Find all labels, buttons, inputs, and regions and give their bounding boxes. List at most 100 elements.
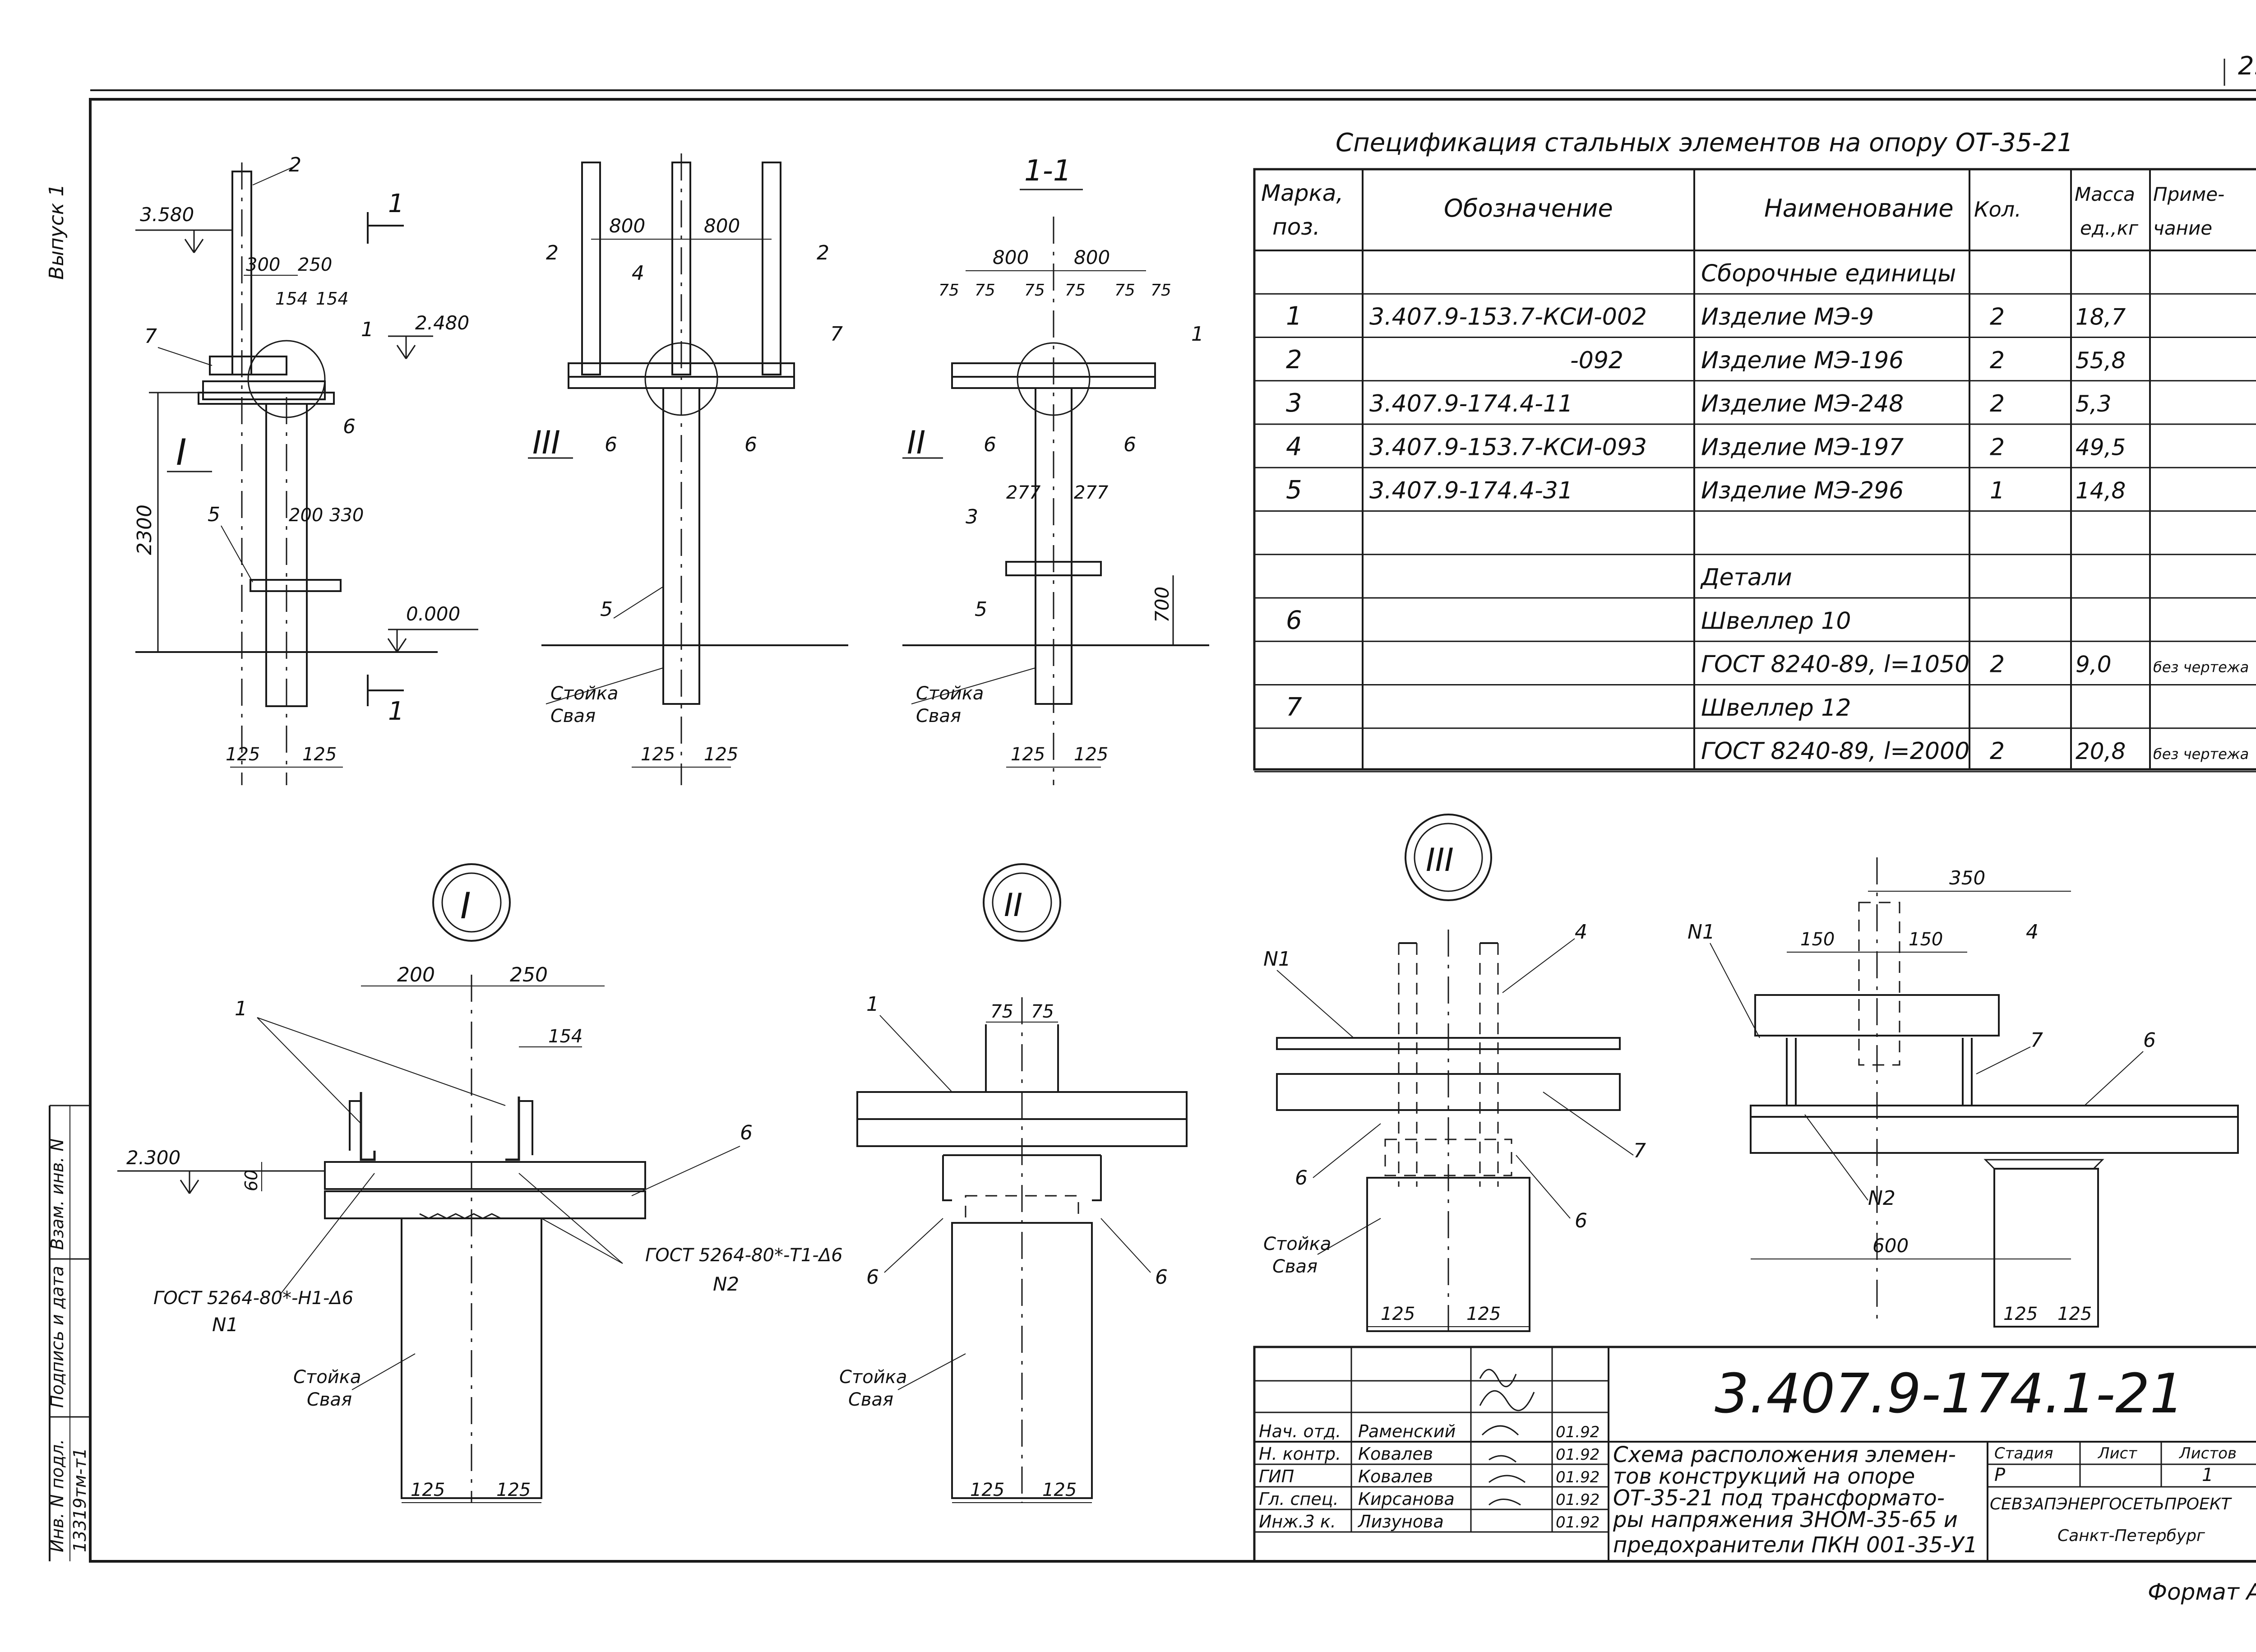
spec-cell: 1 bbox=[1990, 477, 2005, 504]
spec-cell: 2 bbox=[1990, 651, 2005, 678]
detail-II-title: II bbox=[1004, 887, 1022, 924]
format-label: Формат А3 bbox=[2148, 1579, 2256, 1605]
spec-cell: 9,0 bbox=[2076, 652, 2112, 678]
spec-cell: Изделие МЭ-9 bbox=[1701, 304, 1874, 331]
stamp-title-line-2: тов конструкций на опоре bbox=[1613, 1464, 1915, 1489]
dim-125-i: 125 bbox=[970, 1480, 1004, 1500]
dim-800-a: 800 bbox=[609, 215, 645, 237]
org-name: СЕВЗАПЭНЕРГОСЕТЬПРОЕКТ bbox=[1990, 1495, 2232, 1513]
dim-150-a: 150 bbox=[1800, 929, 1835, 950]
vzam-label: Взам. инв. N bbox=[47, 1138, 67, 1250]
dim-125-d: 125 bbox=[704, 744, 738, 765]
spec-cell: Швеллер 10 bbox=[1701, 607, 1851, 634]
stamp-title-line-1: Схема расположения элемен- bbox=[1613, 1442, 1956, 1467]
dim-200-d1: 200 bbox=[397, 963, 435, 986]
dim-350: 350 bbox=[1949, 867, 1985, 889]
pos-7-d4: 7 bbox=[2030, 1029, 2043, 1052]
stamp-role: Гл. спец. bbox=[1259, 1489, 1339, 1509]
dim-75-f: 75 bbox=[1151, 281, 1171, 300]
view-side-elevation: 2300 3.580 2.480 0.000 1 1 300 250 154 1… bbox=[133, 153, 478, 785]
page-number: 29 bbox=[2238, 51, 2256, 81]
pos-2-v2-a: 2 bbox=[546, 241, 559, 264]
pos-7-v1: 7 bbox=[144, 325, 157, 348]
spec-cell: без чертежа bbox=[2153, 659, 2249, 676]
sheets-label: Листов bbox=[2178, 1444, 2237, 1462]
gost-t1: ГОСТ 5264-80*-Т1-Δ6 bbox=[645, 1245, 843, 1266]
stamp-role: Н. контр. bbox=[1259, 1444, 1341, 1464]
dim-75-b: 75 bbox=[975, 281, 995, 300]
doc-number: 3.407.9-174.1-21 bbox=[1715, 1363, 2184, 1425]
spec-header-designation: Обозначение bbox=[1444, 194, 1613, 222]
inv-podl-label: Инв. N подл. bbox=[47, 1439, 67, 1552]
dim-2300: 2300 bbox=[133, 504, 156, 555]
spec-cell: 4 bbox=[1286, 432, 1302, 461]
dim-75-g: 75 bbox=[990, 1001, 1013, 1022]
dim-75-d: 75 bbox=[1065, 281, 1086, 300]
detail-mark-II-v3: II bbox=[907, 424, 925, 461]
section-1-1-label: 1-1 bbox=[1024, 154, 1072, 188]
dim-300: 300 bbox=[246, 255, 280, 275]
spec-cell: 18,7 bbox=[2076, 304, 2126, 330]
spec-cell: 3.407.9-174.4-11 bbox=[1369, 390, 1573, 417]
podpis-label: Подпись и дата bbox=[47, 1266, 67, 1408]
spec-cell: 14,8 bbox=[2076, 478, 2126, 504]
gost-h1: ГОСТ 5264-80*-Н1-Δ6 bbox=[153, 1288, 353, 1309]
pos-6-v1: 6 bbox=[343, 415, 356, 438]
dim-700: 700 bbox=[1151, 587, 1173, 623]
weld-n2-d4: N2 bbox=[1868, 1187, 1895, 1210]
spec-header-qty: Кол. bbox=[1974, 197, 2021, 222]
dim-125-g: 125 bbox=[411, 1480, 445, 1500]
stamp-role: Нач. отд. bbox=[1259, 1421, 1341, 1441]
pos-6-d4: 6 bbox=[2143, 1029, 2156, 1052]
sheet-frame bbox=[89, 98, 2256, 1563]
stage-label: Стадия bbox=[1994, 1444, 2053, 1462]
pos-6-d1: 6 bbox=[740, 1121, 753, 1144]
spec-cell: 2 bbox=[1990, 304, 2005, 331]
stamp-role: ГИП bbox=[1259, 1467, 1294, 1486]
pile-label-2-v2: Свая bbox=[550, 706, 596, 727]
spec-header-mass-2: ед.,кг bbox=[2080, 217, 2139, 239]
stamp-role: Инж.3 к. bbox=[1259, 1512, 1336, 1532]
dim-75-h: 75 bbox=[1031, 1001, 1054, 1022]
elev-2480: 2.480 bbox=[415, 312, 469, 334]
stamp-title-line-4: ры напряжения ЗНОМ-35-65 и bbox=[1613, 1507, 1958, 1532]
dim-800-d: 800 bbox=[1074, 246, 1110, 268]
dim-800-b: 800 bbox=[704, 215, 740, 237]
spec-cell: без чертежа bbox=[2153, 745, 2249, 763]
detail-mark-III-v2: III bbox=[532, 424, 560, 461]
stamp-person-name: Раменский bbox=[1358, 1421, 1456, 1441]
dim-60: 60 bbox=[241, 1170, 261, 1191]
pile-label-2-d1: Свая bbox=[307, 1389, 352, 1410]
spec-cell: Сборочные единицы bbox=[1701, 260, 1956, 287]
dim-154-a: 154 bbox=[275, 289, 308, 309]
stamp-person-name: Ковалев bbox=[1358, 1467, 1433, 1486]
stamp-title-line-3: ОТ-35-21 под трансформато- bbox=[1613, 1485, 1945, 1511]
dim-125-j: 125 bbox=[1042, 1480, 1077, 1500]
pile-label-1-d1: Стойка bbox=[293, 1367, 361, 1388]
stamp-date: 01.92 bbox=[1556, 1423, 1600, 1441]
spec-cell: 49,5 bbox=[2076, 434, 2126, 460]
section-mark-bottom: 1 bbox=[388, 697, 404, 726]
dim-75-a: 75 bbox=[938, 281, 959, 300]
spec-cell: 55,8 bbox=[2076, 347, 2126, 374]
dim-125-h: 125 bbox=[496, 1480, 531, 1500]
stamp-person-name: Лизунова bbox=[1357, 1512, 1444, 1532]
stamp-title-line-5: предохранители ПКН 001-35-У1 bbox=[1613, 1532, 1978, 1558]
pos-4-d3: 4 bbox=[1575, 921, 1587, 944]
dim-125-c: 125 bbox=[641, 744, 675, 765]
detail-mark-I-v1: I bbox=[176, 431, 187, 473]
org-city: Санкт-Петербург bbox=[2057, 1527, 2205, 1545]
inv-podl-value: 13319тм-т1 bbox=[70, 1448, 90, 1552]
spec-cell: Изделие МЭ-196 bbox=[1701, 347, 1904, 374]
spec-cell: 6 bbox=[1286, 606, 1302, 635]
spec-cell: Изделие МЭ-296 bbox=[1701, 477, 1904, 504]
spec-header-mark-2: поз. bbox=[1272, 214, 1320, 240]
pos-4-d4: 4 bbox=[2026, 921, 2039, 944]
spec-cell: -092 bbox=[1570, 347, 1623, 374]
spec-cell: ГОСТ 8240-89, l=1050 bbox=[1701, 651, 1969, 678]
dim-250: 250 bbox=[298, 255, 332, 275]
stamp-date: 01.92 bbox=[1556, 1513, 1600, 1532]
weld-n1-d1: N1 bbox=[212, 1314, 238, 1336]
detail-I: I 200 250 154 2.300 60 1 6 ГОСТ 5264-80*… bbox=[117, 863, 843, 1503]
stage-value: Р bbox=[1994, 1465, 2006, 1485]
